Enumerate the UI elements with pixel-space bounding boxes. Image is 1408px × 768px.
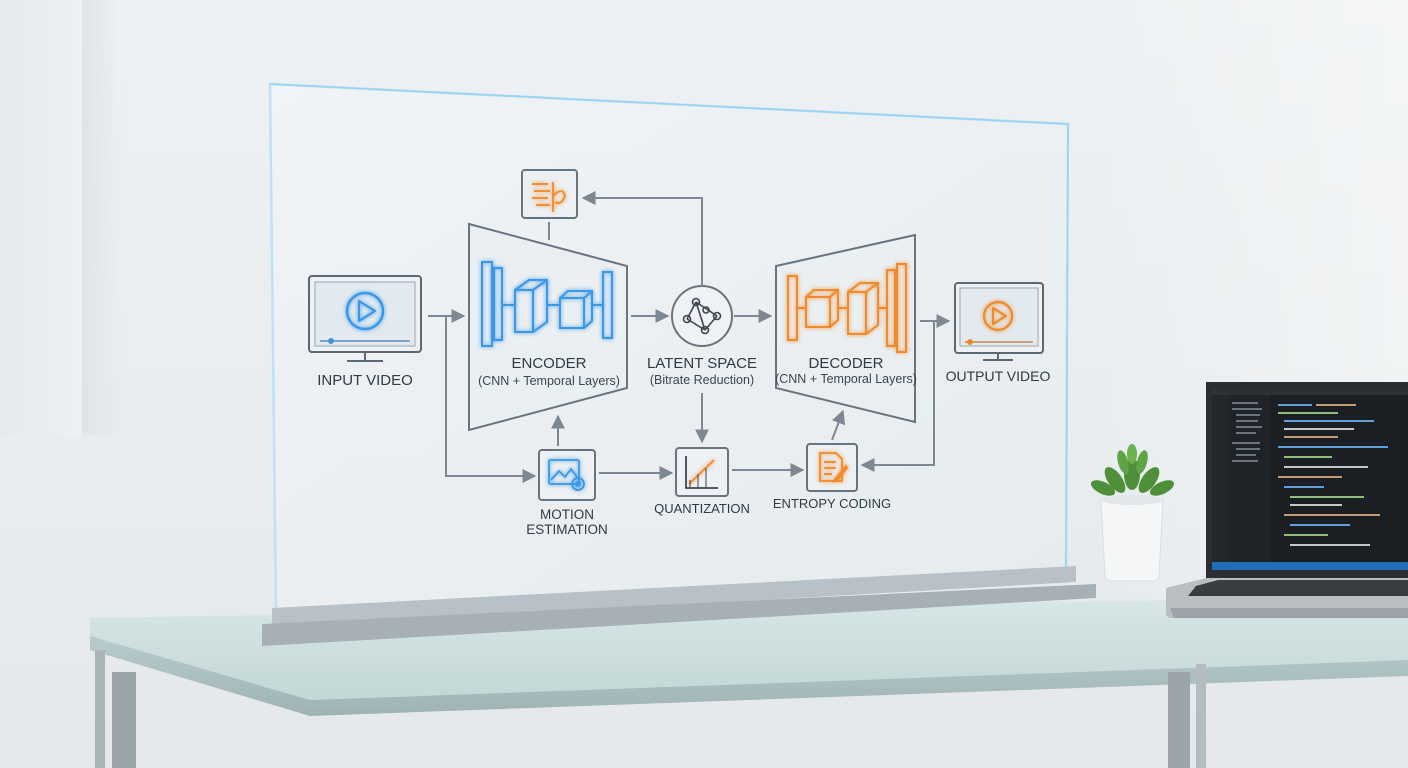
quantization-graph-icon — [685, 456, 718, 489]
quantization-label: QUANTIZATION — [654, 501, 750, 516]
decoder-block — [775, 233, 916, 424]
decoder-layers — [787, 263, 907, 353]
decoder-title: DECODER — [808, 355, 883, 372]
feature-extract-box — [521, 169, 578, 219]
connectors — [428, 191, 951, 483]
laptop-icon — [1166, 382, 1408, 618]
decoder-subtitle: (CNN + Temporal Layers) — [775, 372, 917, 386]
play-icon — [982, 300, 1014, 332]
document-pen-icon — [819, 452, 849, 483]
encoder-subtitle: (CNN + Temporal Layers) — [478, 374, 620, 388]
feature-extract-icon — [532, 182, 566, 212]
motion-estimation-line2: ESTIMATION — [526, 522, 608, 537]
motion-image-gear-icon — [548, 459, 585, 491]
motion-estimation-line1: MOTION — [540, 507, 594, 522]
entropy-coding-label: ENTROPY CODING — [773, 496, 891, 511]
plant-icon — [1090, 444, 1175, 582]
latent-space-subtitle: (Bitrate Reduction) — [650, 373, 754, 387]
latent-space-node — [671, 285, 733, 347]
panel-stand — [272, 566, 1076, 628]
encoder-block — [468, 222, 628, 432]
encoder-title: ENCODER — [511, 355, 586, 372]
network-nodes-icon — [682, 297, 722, 335]
wall-shadow — [82, 0, 122, 435]
play-icon — [345, 291, 385, 331]
latent-space-title: LATENT SPACE — [647, 355, 757, 372]
encoder-layers — [481, 261, 613, 347]
wall-panel — [0, 0, 83, 435]
output-video-monitor — [954, 282, 1044, 361]
input-video-label: INPUT VIDEO — [317, 372, 413, 389]
output-video-label: OUTPUT VIDEO — [946, 368, 1051, 384]
